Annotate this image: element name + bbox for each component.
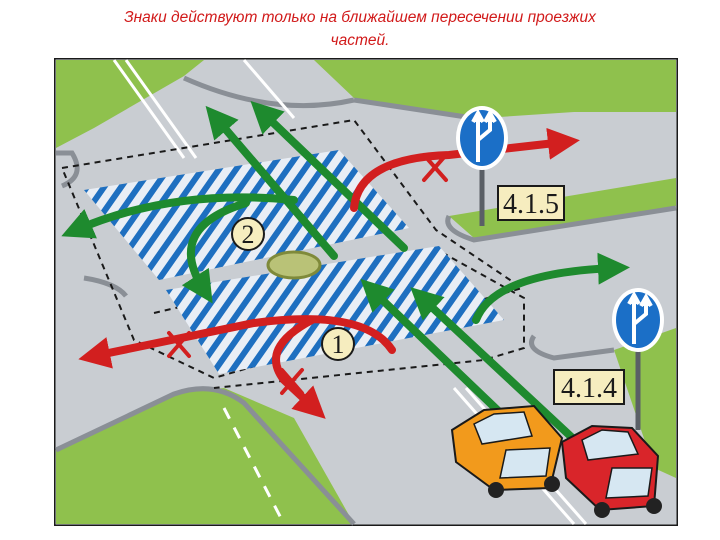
arrow-straight-near-2	[360, 278, 518, 430]
intersection-illustration: 2 1 4.1.5 4.1.4	[54, 58, 678, 526]
arrow-right-near	[472, 252, 630, 324]
forbidden-marks	[167, 153, 448, 395]
straight-or-right-icon	[627, 290, 653, 344]
cross-mark-2	[167, 331, 191, 358]
slide-caption: Знаки действуют только на ближайшем пере…	[40, 6, 680, 52]
arrow-left-near-forbidden	[78, 315, 396, 369]
sign-plate-4-1-4: 4.1.4	[561, 373, 617, 404]
forbidden-directions	[78, 127, 580, 419]
arrow-straight-far-1	[205, 105, 338, 260]
arrow-left-far	[61, 193, 298, 239]
red-car	[560, 424, 662, 518]
arrow-straight-far-2	[250, 100, 408, 252]
sign-plate-4-1-5: 4.1.5	[503, 189, 559, 220]
sign-4-1-5: 4.1.5	[456, 106, 565, 226]
allowed-directions	[61, 100, 630, 462]
grass-areas	[56, 60, 676, 524]
intersection-number-2: 2	[242, 220, 255, 249]
caption-line-1: Знаки действуют только на ближайшем пере…	[124, 9, 596, 26]
intersection-area-1	[166, 246, 504, 374]
intersection-areas	[84, 150, 504, 374]
arrow-uturn-far	[181, 199, 250, 304]
cross-mark-3	[280, 368, 304, 395]
intersection-borders	[61, 118, 525, 389]
cross-mark-1	[422, 153, 448, 182]
intersection-label-2: 2	[231, 217, 265, 251]
orange-car	[450, 404, 564, 498]
intersection-area-2	[84, 150, 409, 280]
arrow-uturn-near-forbidden	[272, 316, 326, 419]
traffic-island	[266, 250, 322, 280]
arrow-right-far-forbidden	[350, 127, 580, 212]
sign-4-1-4: 4.1.4	[553, 288, 664, 430]
intersection-number-1: 1	[332, 330, 345, 359]
arrow-straight-near-1	[410, 287, 598, 462]
straight-or-right-icon	[471, 108, 497, 162]
intersection-label-1: 1	[321, 327, 355, 361]
caption-line-2: частей.	[330, 32, 390, 49]
